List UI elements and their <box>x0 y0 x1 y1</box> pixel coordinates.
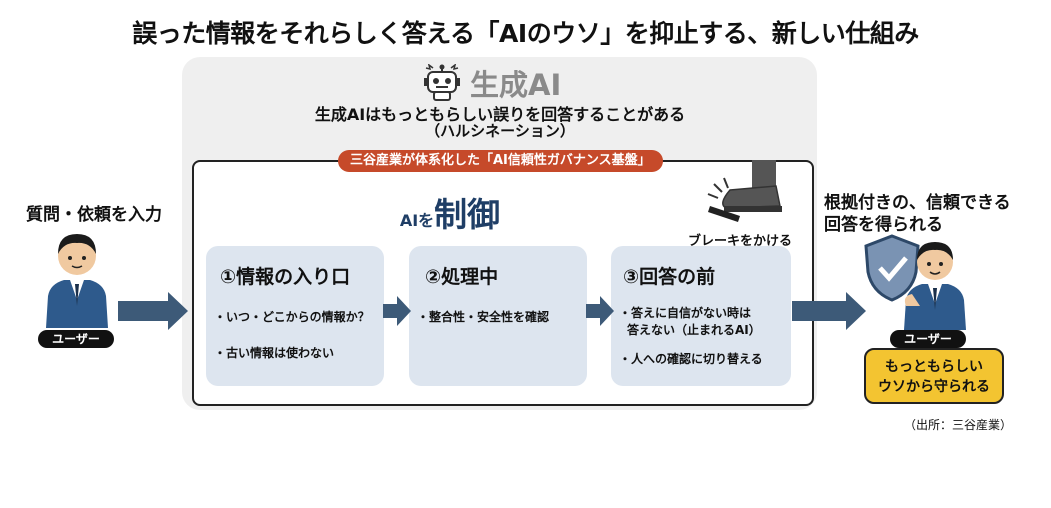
step-processing-item: ・整合性・安全性を確認 <box>417 310 550 324</box>
arrow-right-icon <box>383 296 411 326</box>
step-entry: ①情報の入り口 ・いつ・どこからの情報か？ ・古い情報は使わない <box>206 246 384 386</box>
input-arrow-icon <box>118 292 188 330</box>
user-badge: ユーザー <box>38 330 114 348</box>
output-label: 根拠付きの、信頼できる <box>824 193 1011 213</box>
control-title: AIを制御 <box>300 188 600 236</box>
step-entry-item: ・いつ・どこからの情報か？ <box>214 310 370 324</box>
output-arrow-icon <box>792 292 866 330</box>
step-entry-item: ・古い情報は使わない <box>214 346 335 360</box>
protected-badge: もっともらしい ウソから守られる <box>864 348 1004 404</box>
step-before-answer-item: 答えない（止まれるAI） <box>627 323 761 337</box>
robot-icon <box>424 64 460 101</box>
ai-heading: 生成AI <box>470 68 562 102</box>
step-before-answer-title: ③回答の前 <box>623 266 716 288</box>
output-label: 回答を得られる <box>824 215 943 235</box>
brake-label: ブレーキをかける <box>688 234 793 249</box>
framework-badge: 三谷産業が体系化した「AI信頼性ガバナンス基盤」 <box>338 150 663 172</box>
protected-badge-line: もっともらしい <box>885 359 983 375</box>
control-title-prefix: AIを <box>399 211 435 230</box>
step-before-answer: ③回答の前 ・答えに自信がない時は 答えない（止まれるAI） ・人への確認に切り… <box>611 246 791 386</box>
user-avatar-icon <box>904 242 966 330</box>
step-processing-title: ②処理中 <box>425 266 499 288</box>
shield-icon <box>864 234 920 302</box>
hallucination-text: 生成AIはもっともらしい誤りを回答することがある <box>314 105 686 124</box>
step-before-answer-item: ・答えに自信がない時は <box>619 306 752 320</box>
user-badge: ユーザー <box>890 330 966 348</box>
input-label: 質問・依頼を入力 <box>26 205 162 225</box>
source-note: （出所：三谷産業） <box>904 418 1013 432</box>
brake-foot-icon <box>707 160 782 222</box>
step-processing: ②処理中 ・整合性・安全性を確認 <box>409 246 587 386</box>
step-before-answer-item: ・人への確認に切り替える <box>619 352 763 366</box>
control-title-main: 制御 <box>434 195 501 234</box>
page-title: 誤った情報をそれらしく答える「AIのウソ」を抑止する、新しい仕組み <box>132 19 919 48</box>
hallucination-note: （ハルシネーション） <box>425 122 575 140</box>
step-entry-title: ①情報の入り口 <box>220 266 351 288</box>
arrow-right-icon <box>586 296 614 326</box>
user-avatar-icon <box>46 234 108 328</box>
protected-badge-line: ウソから守られる <box>878 379 990 395</box>
